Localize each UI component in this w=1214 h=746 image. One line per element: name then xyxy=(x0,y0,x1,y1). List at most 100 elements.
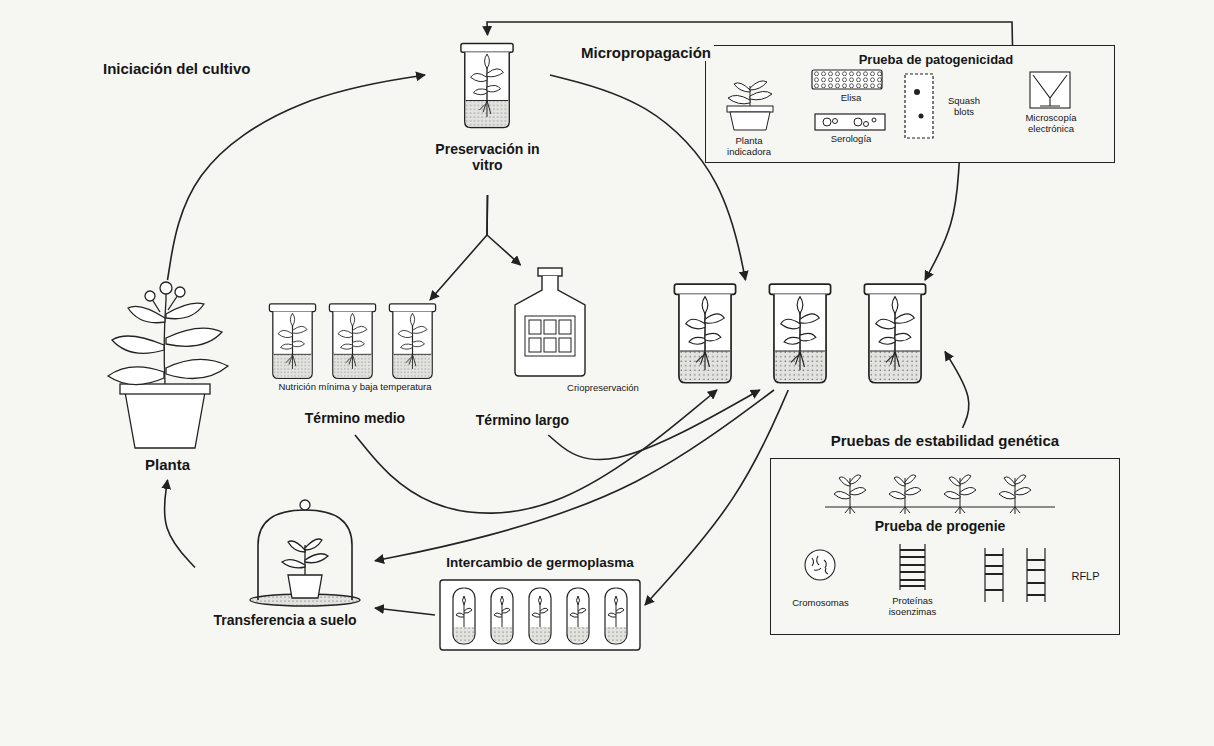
bell-jar xyxy=(282,560,305,568)
tube-tray xyxy=(440,580,640,650)
bell-jar xyxy=(288,575,322,598)
indicator-plant-figure xyxy=(727,81,773,130)
tube-tray xyxy=(605,588,627,644)
progeny-plants xyxy=(944,475,976,514)
flow-arrow xyxy=(645,390,788,605)
progeny-test: Prueba de progenie xyxy=(810,463,1070,538)
cryo-bottle xyxy=(529,338,541,352)
potted-plant xyxy=(166,328,222,346)
cryo-bottle xyxy=(544,320,556,334)
isozyme-gel xyxy=(900,544,925,590)
flow-arrow xyxy=(375,390,774,561)
node-label: RFLP xyxy=(1063,570,1108,583)
progeny-plants xyxy=(825,475,1055,514)
potted-plant xyxy=(145,291,155,301)
tube-tray xyxy=(453,588,475,644)
cryo-bottle xyxy=(559,338,571,352)
electron-microscope-icon xyxy=(1030,72,1070,108)
tube-tray xyxy=(529,588,551,644)
flow-arrow xyxy=(164,480,195,568)
germplasm-exchange: Intercambio de germoplasma xyxy=(435,555,645,655)
tube-tray xyxy=(567,588,589,644)
elisa-plate xyxy=(812,70,882,89)
cryo-bottle xyxy=(538,268,562,276)
node-label: Prueba de patogenicidad xyxy=(826,53,1046,68)
node-label: Preservación in vitro xyxy=(433,141,542,173)
cryo-bottle xyxy=(525,316,575,356)
electron-microscope-icon xyxy=(1033,75,1067,106)
serology-plate xyxy=(823,118,831,126)
indicator-plant-figure xyxy=(730,112,770,130)
serology-plate xyxy=(864,122,869,127)
storage-jar xyxy=(269,304,315,378)
rflp-test: RFLP xyxy=(975,538,1115,628)
squash-blot-sheet xyxy=(905,74,933,138)
bell-jar xyxy=(250,500,360,606)
bell-jar xyxy=(258,510,352,600)
elisa-test: Elisa xyxy=(811,68,891,110)
progeny-plants xyxy=(889,475,921,514)
storage-jar xyxy=(389,304,435,378)
long-term-storage: CriopreservaciónTérmino largo xyxy=(465,265,650,435)
node-label: Planta indicadora xyxy=(714,136,784,158)
indicator-plant-figure xyxy=(727,106,773,112)
bell-jar xyxy=(305,539,322,550)
node-label: Nutrición mínima y baja temperatura xyxy=(255,382,455,393)
serology-plate xyxy=(815,114,885,130)
progeny-plants xyxy=(825,506,1055,507)
edge-label: Iniciación del cultivo xyxy=(100,60,254,77)
isozyme-test: Proteínas isoenzimas xyxy=(870,538,955,628)
isozyme-gel xyxy=(900,544,925,590)
indicator-plant-figure xyxy=(728,95,750,103)
indicator-plant-test: Planta indicadora xyxy=(714,74,784,160)
flow-arrow xyxy=(487,195,521,265)
node-label: Término medio xyxy=(255,410,455,426)
flow-arrow xyxy=(550,75,746,280)
elisa-plate xyxy=(812,70,882,89)
bell-jar xyxy=(305,554,328,563)
culture-start-jar: Preservación in vitro xyxy=(425,35,550,195)
potted-plant xyxy=(120,384,210,394)
potted-plant xyxy=(108,282,228,448)
tube-tray xyxy=(491,588,513,644)
flow-arrow xyxy=(375,608,435,615)
squash-blot-test: Squash blots xyxy=(901,71,996,146)
flow-arrow xyxy=(355,390,717,513)
cryo-bottle xyxy=(529,320,541,334)
pathogen-test-panel: Prueba de patogenicidadPlanta indicadora… xyxy=(705,45,1115,163)
flow-arrow xyxy=(925,163,959,280)
potted-plant xyxy=(108,367,164,385)
chromosome-cell xyxy=(812,556,828,574)
cryo-bottle xyxy=(559,320,571,334)
node-label: Cromosomas xyxy=(778,598,863,609)
potted-plant xyxy=(125,392,205,448)
storage-jar xyxy=(329,304,375,378)
chromosome-test: Cromosomas xyxy=(778,543,863,623)
isozyme-gel xyxy=(900,550,925,586)
indicator-plant-figure xyxy=(750,81,767,90)
potted-plant xyxy=(175,287,185,297)
rflp-gel xyxy=(985,555,1045,595)
squash-blot-sheet xyxy=(905,74,933,138)
flow-arrow xyxy=(487,22,1013,45)
node-label: Serología xyxy=(811,134,891,145)
bell-jar xyxy=(300,500,310,510)
node-label: Prueba de progenie xyxy=(810,518,1070,534)
bell-jar xyxy=(288,541,305,552)
node-label: Microscopía electrónica xyxy=(1011,113,1091,135)
chromosome-cell xyxy=(805,550,835,580)
progeny-plants xyxy=(834,475,866,514)
potted-plant xyxy=(112,336,164,353)
serology-plate xyxy=(854,118,862,126)
edge-label: Micropropagación xyxy=(578,44,714,61)
rflp-gel xyxy=(985,548,1045,602)
indicator-plant-figure xyxy=(750,91,772,99)
node-label: Pruebas de estabilidad genética xyxy=(770,432,1120,449)
node-label: Squash blots xyxy=(939,96,989,118)
squash-blot-sheet xyxy=(914,89,920,95)
flow-arrow xyxy=(168,75,426,280)
serology-plate xyxy=(815,114,885,130)
culture-jar xyxy=(674,284,735,383)
node-label: Criopreservación xyxy=(557,383,649,394)
culture-jar xyxy=(864,284,925,383)
